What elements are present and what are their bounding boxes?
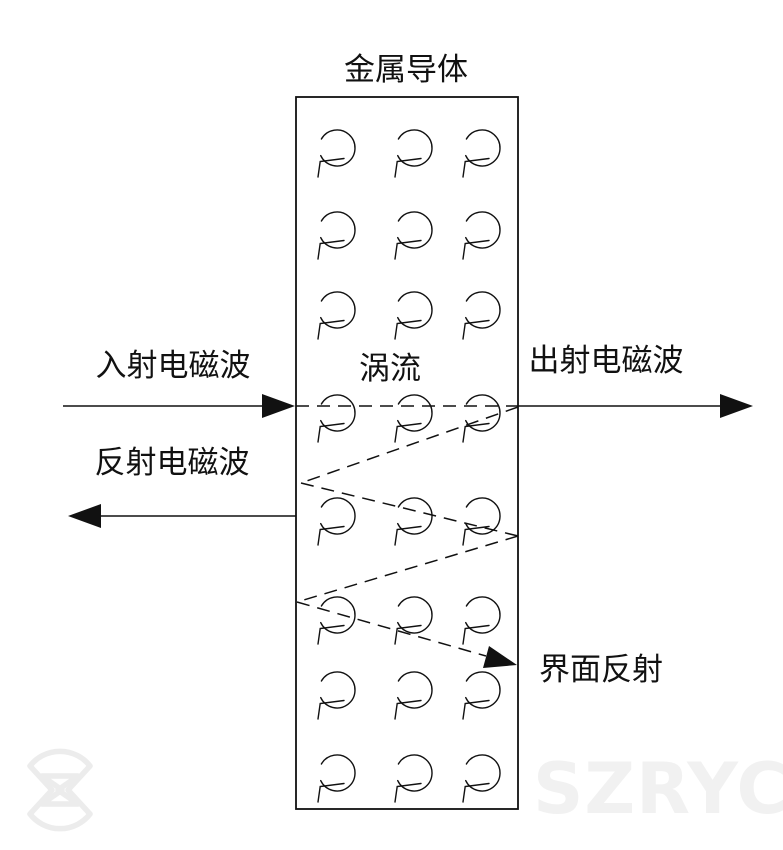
transmitted-wave-label: 出射电磁波 xyxy=(529,343,684,378)
interface-reflection-label: 界面反射 xyxy=(539,652,663,687)
transmitted-wave-arrowhead-icon xyxy=(720,394,753,418)
eddy-current-icon xyxy=(394,129,433,178)
eddy-current-icon xyxy=(462,291,501,340)
eddy-grid xyxy=(317,129,501,803)
eddy-current-icon xyxy=(394,394,433,443)
eddy-current-icon xyxy=(317,129,356,178)
internal-reflection-dashed-line-2 xyxy=(300,482,519,537)
eddy-current-icon xyxy=(462,671,501,720)
eddy-current-icon xyxy=(462,129,501,178)
conductor-title: 金属导体 xyxy=(344,52,468,87)
eddy-current-icon xyxy=(462,394,501,443)
eddy-current-icon xyxy=(394,497,433,546)
incident-wave-label: 入射电磁波 xyxy=(96,348,251,383)
eddy-current-icon xyxy=(394,291,433,340)
eddy-current-icon xyxy=(394,754,433,803)
internal-reflection-dashed-line-1 xyxy=(300,406,519,484)
eddy-current-icon xyxy=(317,754,356,803)
eddy-current-icon xyxy=(394,596,433,645)
incident-wave-arrowhead-icon xyxy=(262,394,295,418)
eddy-current-icon xyxy=(462,754,501,803)
eddy-current-icon xyxy=(317,596,356,645)
eddy-current-icon xyxy=(462,596,501,645)
eddy-current-icon xyxy=(317,211,356,260)
eddy-current-icon xyxy=(317,394,356,443)
eddy-current-icon xyxy=(317,497,356,546)
interface-reflection-dashed-line xyxy=(296,601,487,657)
eddy-current-icon xyxy=(462,497,501,546)
eddy-current-icon xyxy=(317,671,356,720)
conductor-box xyxy=(295,96,519,810)
watermark-text: SZRYC xyxy=(533,748,783,830)
interface-reflection-arrowhead-icon xyxy=(483,646,517,668)
eddy-current-icon xyxy=(394,671,433,720)
reflected-wave-arrowhead-icon xyxy=(68,504,101,528)
reflected-wave-label: 反射电磁波 xyxy=(95,445,250,480)
eddy-current-icon xyxy=(317,291,356,340)
internal-reflection-dashed-line-3 xyxy=(296,535,519,603)
sz-logo-watermark-icon xyxy=(27,748,93,832)
eddy-current-icon xyxy=(394,211,433,260)
eddy-current-icon xyxy=(462,211,501,260)
eddy-current-label: 涡流 xyxy=(359,351,421,386)
